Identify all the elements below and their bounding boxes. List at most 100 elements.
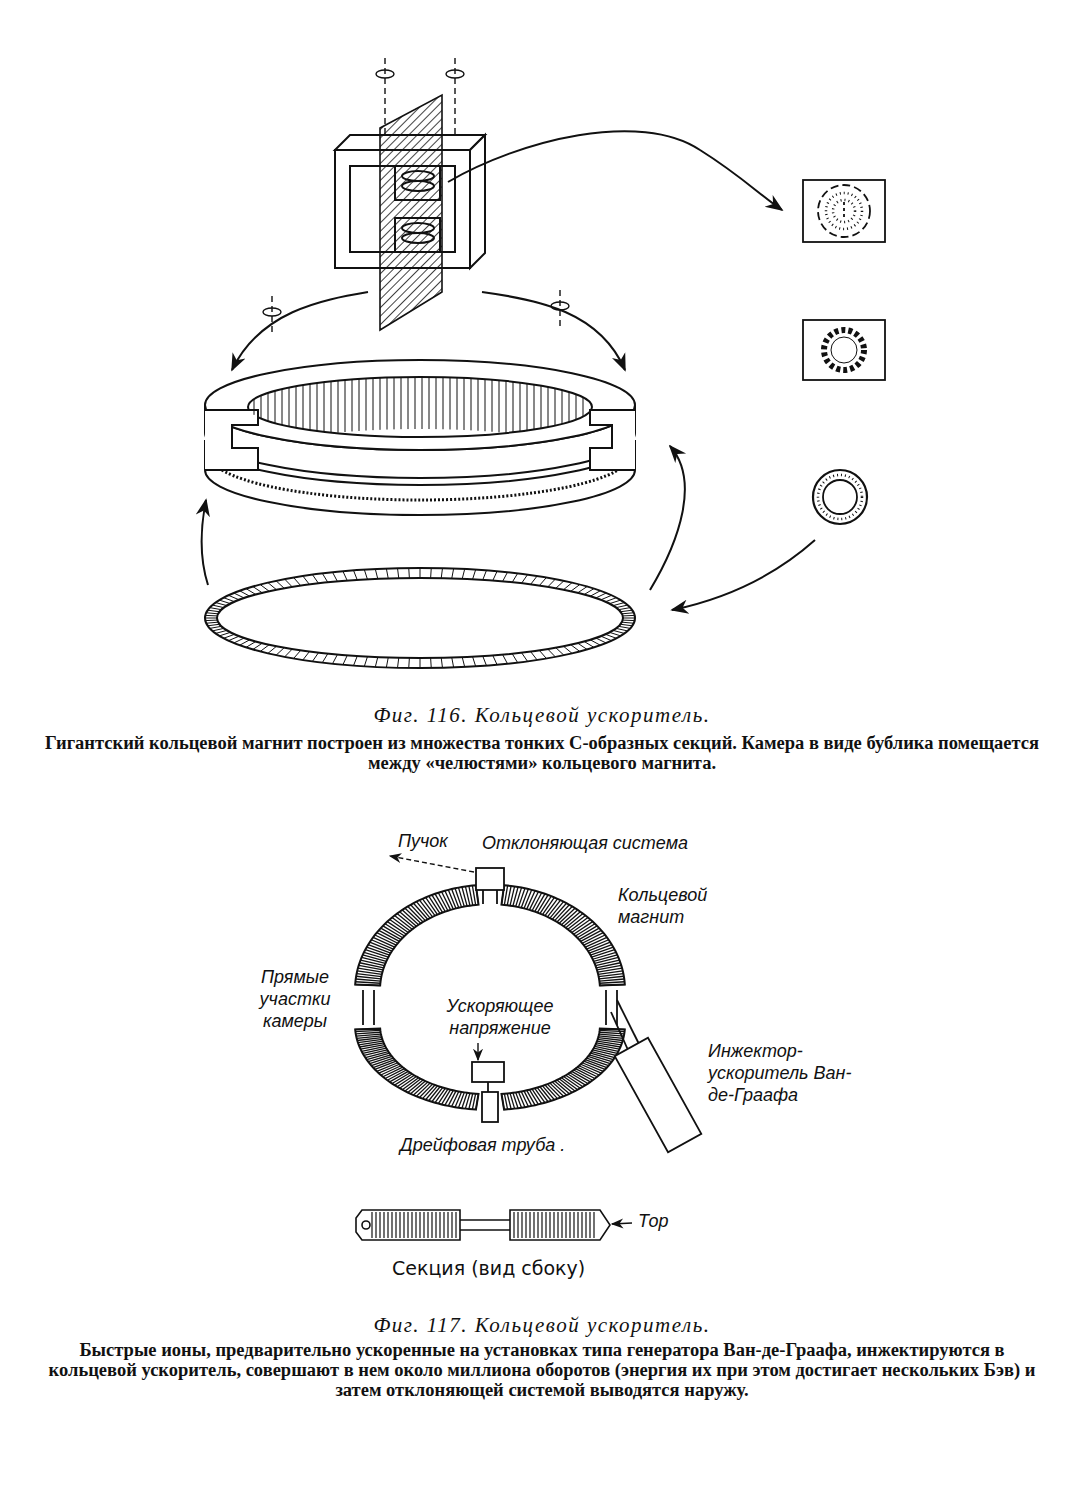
vacuum-chamber-hatch bbox=[420, 568, 421, 578]
ring-inner-wall bbox=[366, 379, 367, 431]
vacuum-chamber-hatch bbox=[621, 610, 633, 612]
vacuum-chamber-hatch bbox=[613, 603, 624, 606]
ring-magnet-plan bbox=[599, 979, 624, 981]
ring-magnet-plan bbox=[570, 918, 588, 931]
ring-magnet-plan bbox=[355, 1029, 478, 1110]
ring-inner-wall bbox=[520, 383, 521, 432]
vacuum-chamber-hatch bbox=[294, 650, 301, 658]
vacuum-chamber bbox=[205, 568, 635, 668]
ring-magnet-plan bbox=[469, 886, 473, 905]
vacuum-chamber-hatch bbox=[386, 658, 388, 668]
ring-inner-wall bbox=[562, 390, 563, 424]
vacuum-chamber-hatch bbox=[548, 579, 556, 587]
section-side-view bbox=[517, 1212, 518, 1238]
vacuum-chamber-hatch bbox=[556, 581, 564, 588]
ring-magnet-plan bbox=[579, 928, 599, 939]
ring-magnet-plan bbox=[568, 1074, 586, 1085]
ring-inner-wall bbox=[541, 386, 542, 429]
section-side-view bbox=[460, 1229, 510, 1231]
vacuum-chamber-hatch bbox=[420, 658, 421, 668]
vacuum-chamber-hatch bbox=[493, 571, 497, 580]
vacuum-chamber bbox=[205, 568, 635, 668]
ring-inner-wall bbox=[324, 382, 325, 432]
vacuum-chamber-hatch bbox=[285, 649, 293, 657]
section-side-view bbox=[356, 1210, 460, 1240]
vacuum-chamber-hatch bbox=[539, 650, 546, 658]
vacuum-chamber-hatch bbox=[354, 570, 358, 580]
ring-inner-wall bbox=[527, 384, 528, 431]
section-side-view bbox=[411, 1212, 412, 1238]
vacuum-chamber-hatch bbox=[590, 591, 600, 596]
ring-inner-wall bbox=[387, 378, 388, 430]
ring-magnet-plan bbox=[596, 963, 620, 968]
ring-magnet bbox=[205, 360, 635, 515]
ring-magnet-plan bbox=[518, 1092, 524, 1107]
chamber-parts bbox=[476, 868, 504, 890]
section-side-view bbox=[557, 1212, 558, 1238]
section-side-view bbox=[561, 1212, 562, 1238]
vacuum-chamber-hatch bbox=[590, 640, 600, 645]
section-side-view bbox=[581, 1212, 582, 1238]
section-side-view bbox=[371, 1212, 372, 1238]
ring-inner-wall bbox=[450, 377, 451, 429]
vacuum-chamber-hatch bbox=[601, 595, 612, 600]
ring-inner-wall bbox=[275, 391, 276, 423]
ring-inner-wall bbox=[485, 379, 486, 431]
section-side-view bbox=[443, 1212, 444, 1238]
vacuum-chamber-hatch bbox=[571, 645, 580, 652]
section-side-view bbox=[593, 1212, 594, 1238]
vacuum-chamber-hatch bbox=[596, 638, 606, 643]
ring-inner-wall bbox=[317, 383, 318, 431]
section-side-view bbox=[553, 1212, 554, 1238]
ring-inner-wall bbox=[345, 380, 346, 432]
vacuum-chamber-hatch bbox=[224, 598, 235, 602]
section-side-view bbox=[513, 1212, 514, 1238]
ring-magnet-plan bbox=[355, 885, 478, 985]
vacuum-chamber-hatch bbox=[212, 628, 224, 631]
ring-magnet-plan bbox=[387, 922, 406, 935]
ring-magnet-plan bbox=[559, 1079, 575, 1091]
ring-inner-wall bbox=[254, 399, 255, 415]
ring-inner-wall bbox=[436, 377, 437, 429]
ring-magnet-plan bbox=[411, 905, 426, 921]
cross-section-views bbox=[843, 202, 845, 220]
ring-inner-wall bbox=[282, 389, 283, 425]
ring-magnet-plan bbox=[472, 1094, 475, 1110]
part-label: Кольцевой магнит bbox=[618, 884, 758, 928]
ring-magnet-plan bbox=[381, 928, 401, 939]
ring-magnet-plan bbox=[566, 1075, 583, 1086]
vacuum-chamber bbox=[217, 578, 623, 658]
ring-magnet-plan bbox=[501, 1029, 624, 1110]
ring-magnet-plan bbox=[390, 1071, 409, 1082]
ring-inner-wall bbox=[492, 380, 493, 432]
ring-magnet-plan bbox=[574, 922, 593, 935]
vacuum-chamber-hatch bbox=[375, 569, 377, 579]
vacuum-chamber-hatch bbox=[285, 579, 293, 587]
ring-magnet-plan bbox=[355, 982, 380, 984]
vacuum-chamber-hatch bbox=[303, 576, 310, 584]
ring-inner-wall bbox=[380, 378, 381, 430]
ring-magnet-plan bbox=[561, 910, 577, 925]
section-side-view bbox=[362, 1221, 370, 1229]
ring-magnet-plan bbox=[385, 924, 404, 936]
ring-magnet-plan bbox=[359, 965, 383, 970]
ring-magnet-plan bbox=[557, 906, 572, 921]
vacuum-chamber-hatch bbox=[364, 570, 367, 580]
ring-magnet-plan bbox=[559, 908, 575, 923]
vacuum-chamber-hatch bbox=[462, 569, 464, 579]
vacuum-chamber-hatch bbox=[619, 608, 631, 610]
ring-inner-wall bbox=[499, 380, 500, 432]
vacuum-chamber-hatch bbox=[605, 598, 616, 602]
vacuum-chamber-hatch bbox=[219, 632, 230, 636]
section-side-view bbox=[356, 1210, 610, 1240]
ring-magnet-plan bbox=[397, 914, 414, 928]
vacuum-chamber-hatch bbox=[375, 657, 377, 667]
ring-magnet-plan bbox=[501, 885, 624, 985]
ring-magnet-plan bbox=[355, 1029, 478, 1110]
cross-section-views bbox=[818, 185, 870, 237]
ring-magnet-plan bbox=[383, 926, 403, 938]
ring-inner-wall bbox=[576, 394, 577, 419]
ring-inner-wall bbox=[471, 378, 472, 430]
vacuum-chamber-hatch bbox=[313, 653, 319, 662]
vacuum-chamber-hatch bbox=[584, 642, 594, 648]
